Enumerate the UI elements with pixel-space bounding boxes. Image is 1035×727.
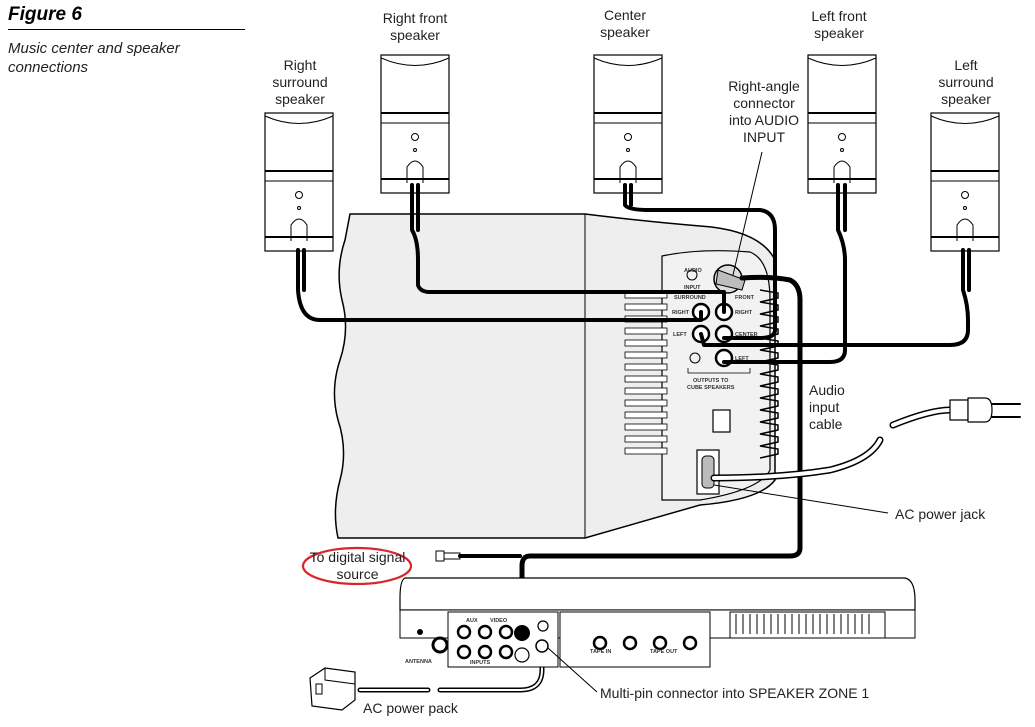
label-ac-power-pack: AC power pack — [363, 700, 458, 716]
input-jack — [652, 635, 668, 651]
figure-title: Figure 6 — [8, 4, 82, 25]
input-jack — [592, 635, 608, 651]
panel-outputs-to-label: OUTPUTS TO — [693, 378, 729, 384]
title-divider — [8, 29, 245, 30]
tape-out-label: TAPE OUT — [650, 649, 678, 655]
ac-plug — [949, 397, 1021, 423]
right-surround-cable — [296, 248, 703, 322]
audio-input-icon — [686, 269, 698, 281]
ac-power-jack — [696, 449, 720, 495]
label-multi-pin-connector: Multi-pin connector into SPEAKER ZONE 1 — [600, 685, 870, 701]
speaker-center — [593, 54, 663, 194]
speaker-right-front — [380, 54, 450, 194]
speaker-cables — [296, 183, 1021, 693]
input-jack — [682, 635, 698, 651]
music-center-base: ANTENNA AUX VIDEO INPUTS TAPE IN TAPE OU… — [399, 577, 916, 668]
left-surround-cable — [699, 248, 970, 347]
speaker-zone-2-jack — [514, 647, 530, 663]
video-label: VIDEO — [490, 618, 508, 624]
label-right-surround: Right surround speaker — [272, 57, 328, 107]
label-digital-signal-source: To digital signal source — [309, 549, 406, 582]
label-ac-power-jack: AC power jack — [895, 506, 986, 522]
antenna-label: ANTENNA — [405, 659, 432, 665]
figure-caption: Music center and speaker connections — [8, 40, 180, 76]
label-right-front: Right front speaker — [382, 10, 448, 43]
panel-surround-right-label: RIGHT — [672, 310, 690, 316]
panel-center-label: CENTER — [735, 332, 758, 338]
center-cable — [623, 183, 777, 340]
input-jack — [477, 624, 493, 640]
music-center-console — [333, 213, 779, 539]
panel-front-left-label: LEFT — [735, 356, 749, 362]
audio-input-cable — [519, 274, 803, 635]
aux-label: AUX — [466, 618, 478, 624]
output-icon — [689, 352, 701, 364]
panel-front-right-label: RIGHT — [735, 310, 753, 316]
speaker-left-front — [807, 54, 877, 194]
speaker-right-surround — [264, 112, 334, 252]
right-front-cable — [410, 183, 726, 314]
input-jack — [498, 624, 514, 640]
inputs-label: INPUTS — [470, 660, 491, 666]
label-center: Center speaker — [600, 7, 650, 40]
panel-surround-left-label: LEFT — [673, 332, 687, 338]
speaker-zone-1-jack — [514, 625, 530, 641]
label-right-angle-connector: Right-angle connector into AUDIO INPUT — [728, 78, 800, 145]
ac-power-pack — [309, 667, 356, 711]
panel-front-label: FRONT — [735, 295, 755, 301]
left-front-cable — [722, 183, 847, 364]
input-jack — [498, 644, 514, 660]
highlight-ellipse — [301, 546, 413, 586]
power-switch — [712, 409, 731, 433]
power-pack-jack — [535, 639, 549, 653]
label-left-surround: Left surround speaker — [938, 57, 994, 107]
label-left-front: Left front speaker — [811, 8, 867, 41]
tape-in-label: TAPE IN — [590, 649, 611, 655]
label-audio-input-cable: Audio input cable — [809, 382, 845, 432]
input-jack — [622, 635, 638, 651]
leader-lines — [547, 151, 889, 693]
panel-cube-speakers-label: CUBE SPEAKERS — [687, 385, 735, 391]
panel-audio-label: AUDIO — [684, 268, 702, 274]
digital-signal-plug — [435, 550, 522, 562]
panel-surround-label: SURROUND — [674, 295, 706, 301]
input-jack — [477, 644, 493, 660]
panel-input-label: INPUT — [684, 285, 701, 291]
speaker-left-surround — [930, 112, 1000, 252]
input-jack — [456, 644, 472, 660]
input-jack — [456, 624, 472, 640]
